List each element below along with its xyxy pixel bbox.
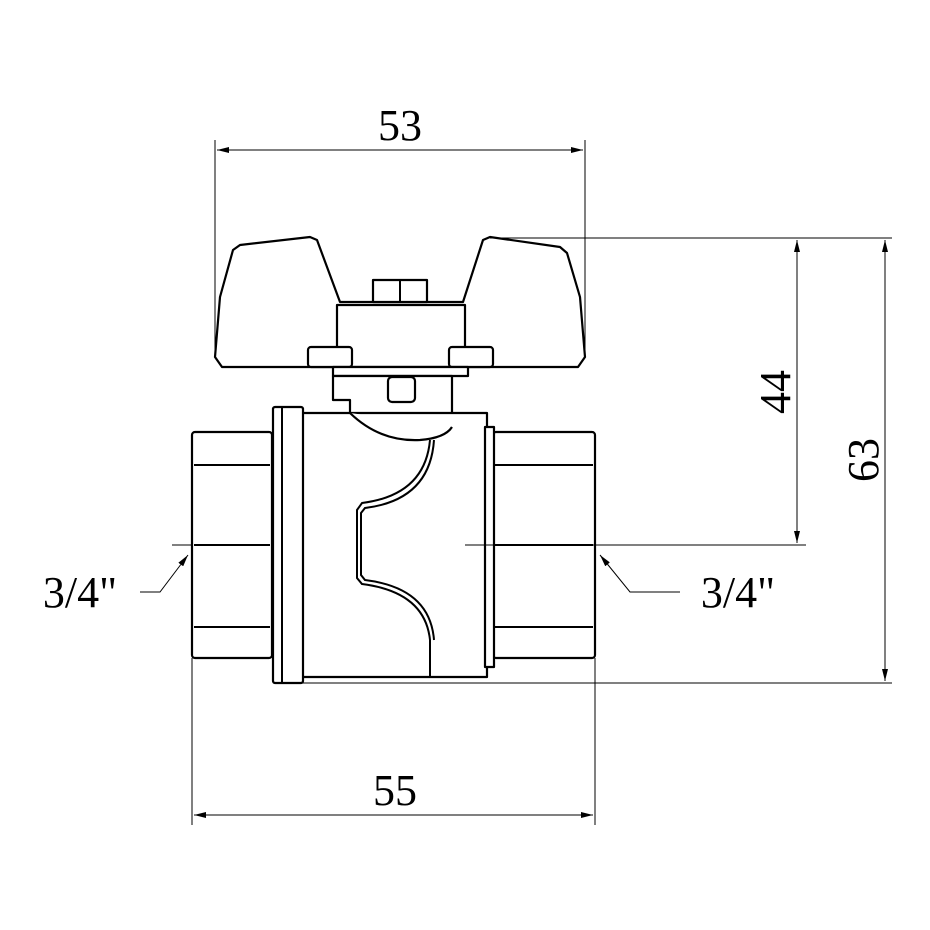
dim-63-label: 63 — [839, 438, 888, 482]
thread-left-label: 3/4" — [43, 568, 117, 617]
butterfly-handle — [213, 235, 587, 369]
dimension-lines — [140, 140, 892, 825]
dim-53-label: 53 — [378, 101, 422, 150]
dim-44-label: 44 — [751, 370, 800, 414]
thread-right-label: 3/4" — [701, 568, 775, 617]
dim-55-label: 55 — [373, 766, 417, 815]
